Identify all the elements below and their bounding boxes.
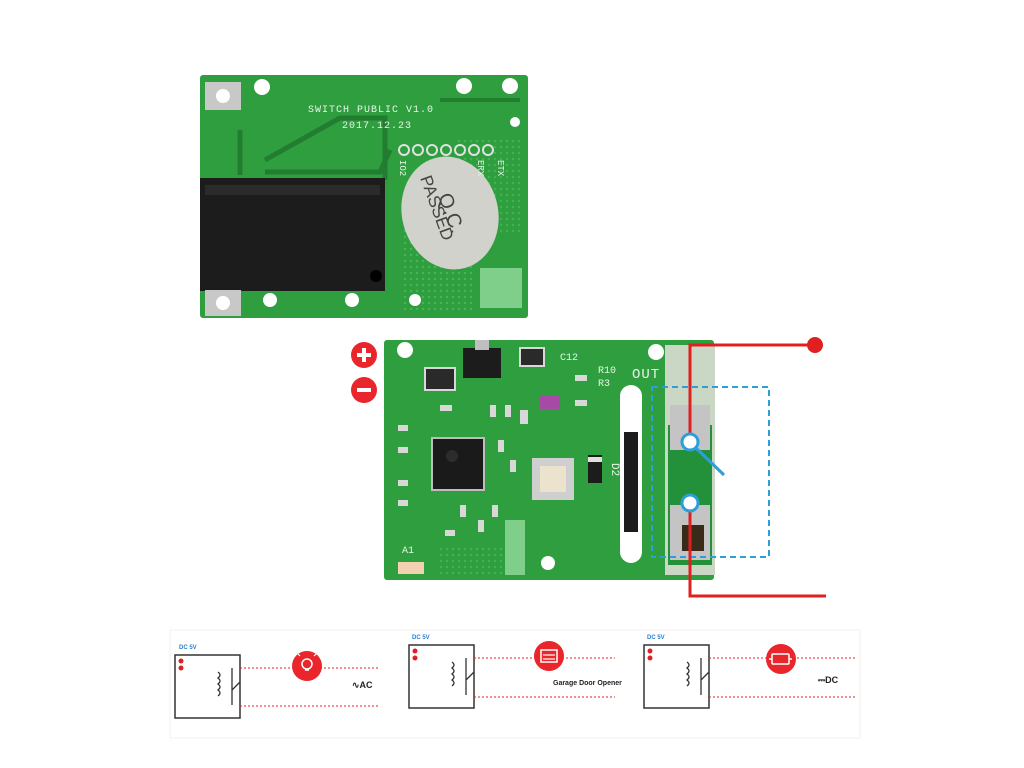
red-wire-bottom <box>688 505 826 598</box>
minus-badge <box>351 377 377 403</box>
pin-label-io2: IO2 <box>397 160 407 176</box>
garage-icon <box>534 641 564 671</box>
supply-label-1: DC 5V <box>179 645 197 651</box>
switch-contact-bottom <box>680 493 700 513</box>
diagram-garage <box>408 641 615 709</box>
supply-label-3: DC 5V <box>647 635 665 641</box>
switch-contact-top <box>680 432 700 452</box>
red-wire-top <box>688 343 815 440</box>
plus-badge <box>351 342 377 368</box>
engine-icon <box>766 644 796 674</box>
pin-label-etx: ETX <box>495 160 505 177</box>
load-label-dc: ⎓DC <box>818 675 839 685</box>
diagram-dc <box>643 644 855 709</box>
component-label-d2: D2 <box>608 463 620 476</box>
pin-label-erx: ERX <box>475 160 485 177</box>
relay-contact-box <box>651 386 770 558</box>
supply-label-2: DC 5V <box>412 635 430 641</box>
silkscreen-line1: SWITCH PUBLIC V1.0 <box>308 105 434 116</box>
component-label-c12: C12 <box>560 353 578 364</box>
component-label-r3: R3 <box>598 379 610 390</box>
component-label-r10: R10 <box>598 366 616 377</box>
load-label-garage: Garage Door Opener <box>553 680 622 687</box>
bulb-icon <box>292 651 322 681</box>
diagram-ac <box>174 651 380 719</box>
out-label: OUT <box>632 367 660 383</box>
red-wire-terminal <box>807 337 823 353</box>
component-label-a1: A1 <box>402 546 414 557</box>
load-label-ac: ∿AC <box>352 680 373 690</box>
silkscreen-line2: 2017.12.23 <box>342 121 412 132</box>
switch-lever <box>694 446 726 477</box>
